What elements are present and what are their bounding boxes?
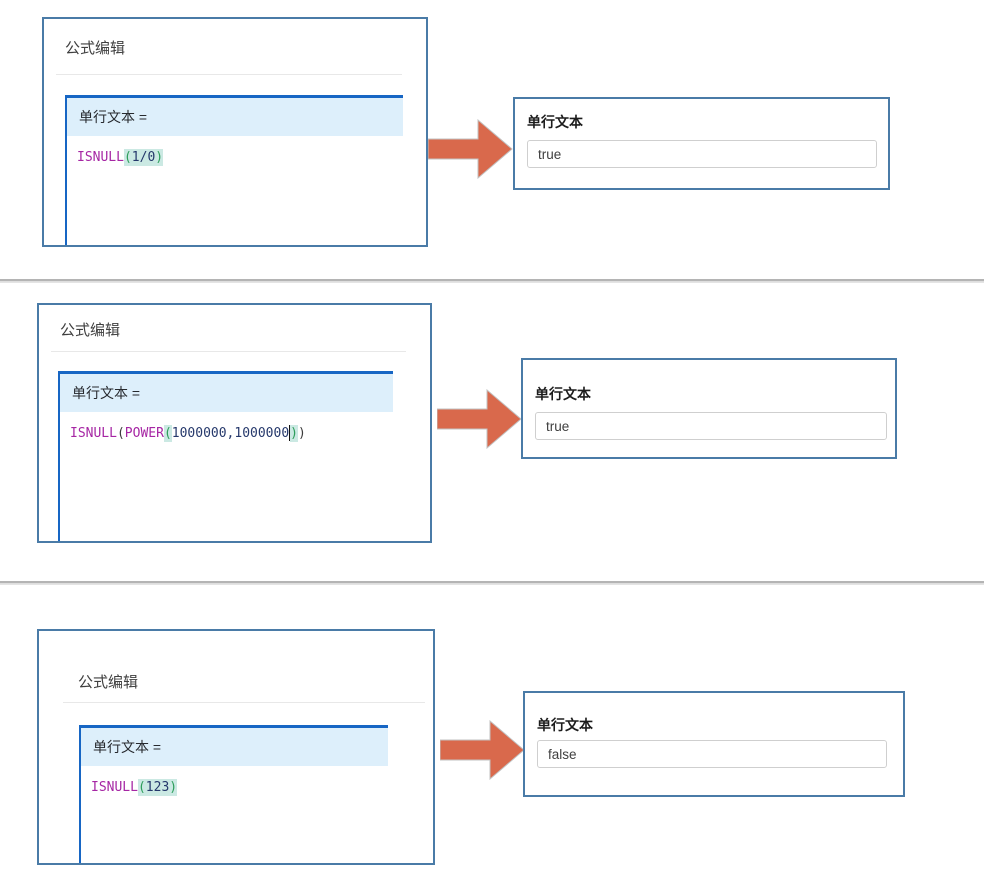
formula-code[interactable]: ISNULL(123) <box>81 766 388 796</box>
formula-edit-dialog: 公式编辑 单行文本 = ISNULL(1/0) <box>42 17 428 247</box>
result-value-input[interactable] <box>537 740 887 768</box>
formula-token: 123 <box>145 779 170 796</box>
result-field-label: 单行文本 <box>537 717 593 733</box>
result-value-input[interactable] <box>535 412 887 440</box>
result-field-label: 单行文本 <box>535 386 591 402</box>
formula-token: POWER <box>124 426 164 441</box>
right-arrow-icon <box>428 119 513 179</box>
arrow-shape <box>437 389 522 449</box>
title-divider <box>51 351 406 352</box>
formula-editor[interactable]: 单行文本 = ISNULL(123) <box>79 725 388 863</box>
formula-token: ISNULL <box>91 780 138 795</box>
formula-editor[interactable]: 单行文本 = ISNULL(1/0) <box>65 95 403 245</box>
formula-code[interactable]: ISNULL(1/0) <box>67 136 403 166</box>
result-value-input[interactable] <box>527 140 877 168</box>
result-panel: 单行文本 <box>521 358 897 459</box>
formula-token: 1/0 <box>131 149 156 166</box>
formula-editor[interactable]: 单行文本 = ISNULL(POWER(1000000,1000000)) <box>58 371 393 541</box>
dialog-title: 公式编辑 <box>78 674 139 691</box>
dialog-title: 公式编辑 <box>65 40 126 57</box>
formula-token: ) <box>155 149 164 166</box>
formula-edit-dialog: 公式编辑 单行文本 = ISNULL(POWER(1000000,1000000… <box>37 303 432 543</box>
formula-token: ISNULL <box>70 426 117 441</box>
section-separator <box>0 581 984 585</box>
title-divider <box>56 74 402 75</box>
text-cursor <box>289 425 291 441</box>
formula-token: ISNULL <box>77 150 124 165</box>
dialog-title: 公式编辑 <box>60 322 121 339</box>
formula-token: ) <box>298 426 306 441</box>
result-panel: 单行文本 <box>523 691 905 797</box>
formula-token: ( <box>123 149 132 166</box>
result-field-label: 单行文本 <box>527 114 583 130</box>
result-panel: 单行文本 <box>513 97 890 190</box>
formula-token: 1000000,1000000 <box>171 426 290 441</box>
right-arrow-icon <box>440 720 525 780</box>
right-arrow-icon <box>437 389 522 449</box>
formula-token: ( <box>163 425 172 442</box>
formula-token: ( <box>137 779 146 796</box>
formula-code[interactable]: ISNULL(POWER(1000000,1000000)) <box>60 412 393 442</box>
formula-token: ) <box>169 779 178 796</box>
formula-field-label: 单行文本 = <box>67 98 403 136</box>
title-divider <box>63 702 425 703</box>
formula-token: ) <box>290 425 298 442</box>
arrow-shape <box>428 119 513 179</box>
section-separator <box>0 279 984 283</box>
arrow-shape <box>440 720 525 780</box>
formula-token: ( <box>116 426 125 441</box>
formula-field-label: 单行文本 = <box>60 374 393 412</box>
formula-field-label: 单行文本 = <box>81 728 388 766</box>
formula-edit-dialog: 公式编辑 单行文本 = ISNULL(123) <box>37 629 435 865</box>
